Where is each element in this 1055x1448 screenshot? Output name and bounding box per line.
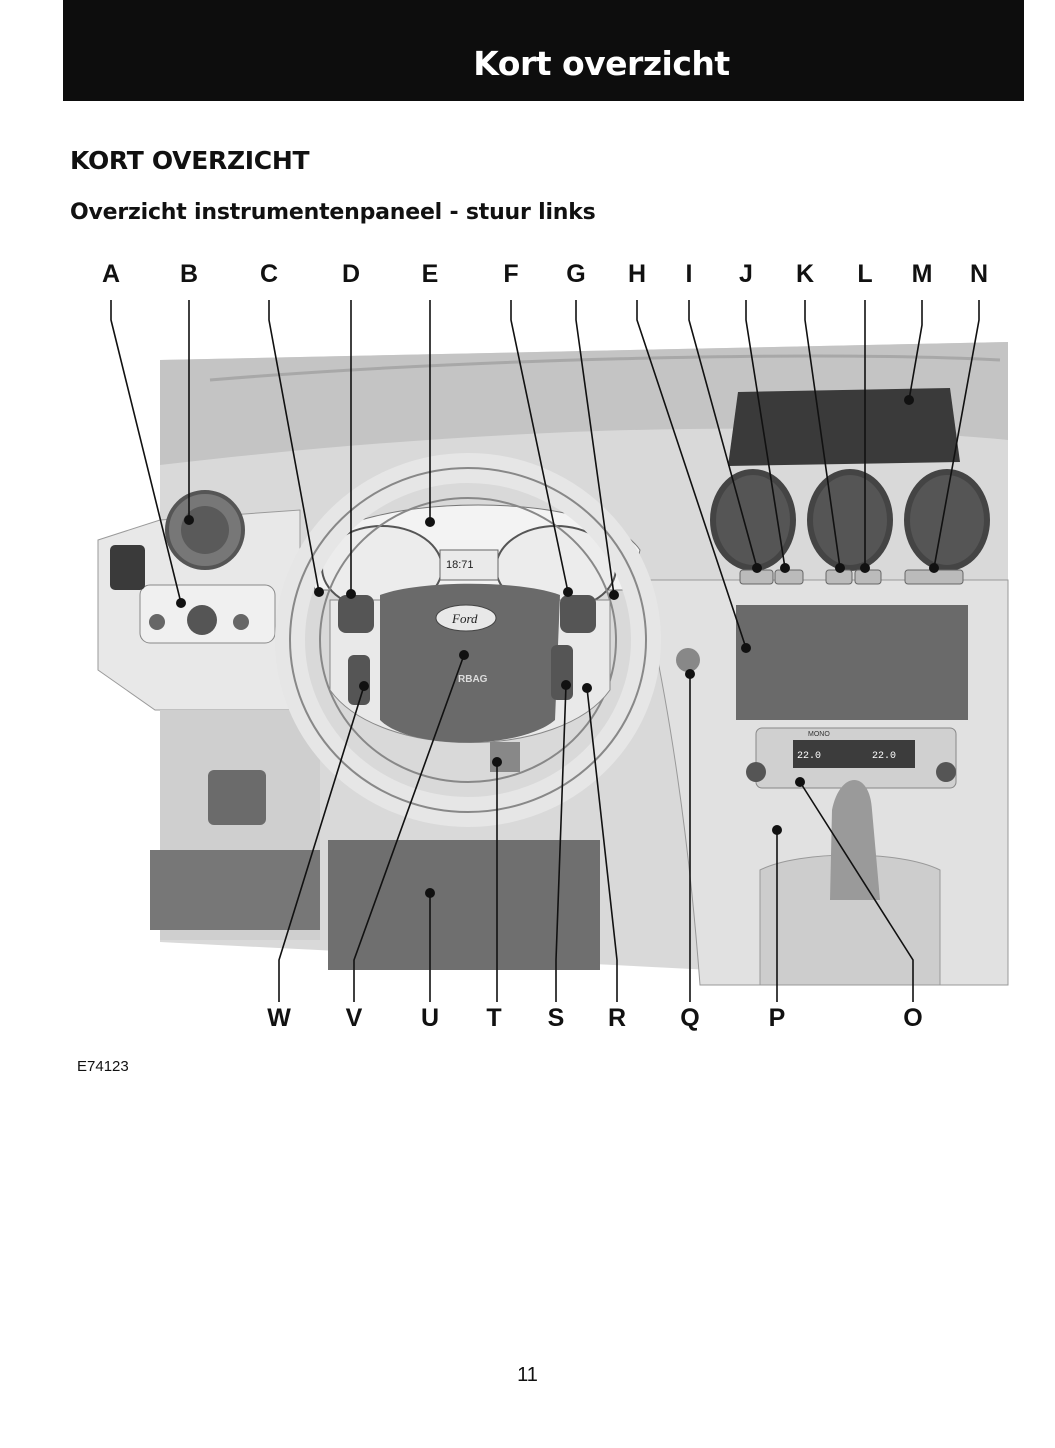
callout-label-t: T [486,1004,501,1032]
callout-label-i: I [686,260,693,288]
callout-label-r: R [608,1004,626,1032]
dashboard-illustration [98,342,1008,985]
callout-label-c: C [260,260,278,288]
callout-label-n: N [970,260,988,288]
callout-label-h: H [628,260,646,288]
callout-label-f: F [503,260,518,288]
callout-label-w: W [267,1004,291,1032]
top-callout-labels: A B C D E F G H I J K L M N [102,260,988,288]
callout-label-s: S [548,1004,565,1032]
ford-badge-text: Ford [451,611,478,626]
callout-label-u: U [421,1004,439,1032]
page-number: 11 [0,1364,1055,1387]
section-title: KORT OVERZICHT [70,146,309,175]
bottom-callout-labels: W V U T S R Q P O [267,1004,923,1032]
climate-temp-right: 22.0 [872,751,896,762]
header-bar: Kort overzicht [63,0,1024,101]
callout-label-v: V [346,1004,363,1032]
dashboard-diagram: 18:71 Ford RBAG 22.0 22.0 MONO A B C D E… [0,250,1055,1050]
callout-label-k: K [796,260,814,288]
section-subtitle: Overzicht instrumentenpaneel - stuur lin… [70,200,596,225]
airbag-text: RBAG [458,674,488,685]
callout-label-p: P [769,1004,786,1032]
callout-label-d: D [342,260,360,288]
callout-label-b: B [180,260,198,288]
climate-mode-text: MONO [808,731,830,738]
callout-label-l: L [857,260,872,288]
callout-label-j: J [739,260,753,288]
callout-label-g: G [566,260,585,288]
callout-label-a: A [102,260,120,288]
cluster-time: 18:71 [446,559,474,571]
callout-label-o: O [903,1004,922,1032]
figure-code: E74123 [77,1058,129,1075]
climate-temp-left: 22.0 [797,751,821,762]
callout-label-e: E [422,260,439,288]
page-header-title: Kort overzicht [121,44,1055,83]
callout-label-m: M [912,260,933,288]
callout-label-q: Q [680,1004,699,1032]
